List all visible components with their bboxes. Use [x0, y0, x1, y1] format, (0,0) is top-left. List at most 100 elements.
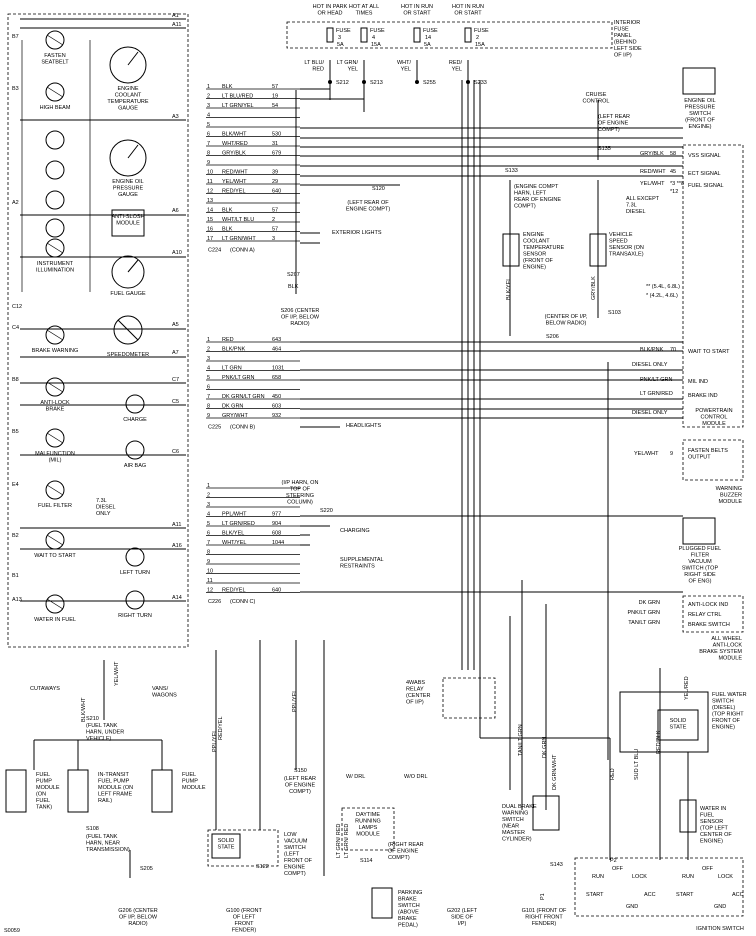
cutaways-label: CUTAWAYS: [30, 686, 60, 692]
s210-loc: HARN, UNDER: [86, 730, 124, 736]
fuse-icon: [464, 27, 472, 43]
conn-b-pin: 3: [207, 356, 210, 362]
conn-a-circuit: 54: [272, 103, 278, 109]
conn-c-pin: 6: [207, 531, 210, 537]
bulb-icon: [45, 238, 65, 258]
conn-a-wire: LT GRN/YEL: [222, 103, 254, 109]
fuse-panel-box: [286, 21, 613, 49]
s108-label: S108: [86, 826, 99, 832]
conn-c-circuit: 977: [272, 512, 281, 518]
conn-c-pin: 3: [207, 502, 210, 508]
fuel-vac-label: FILTER: [691, 553, 710, 559]
pcm-label: POWERTRAIN: [695, 408, 732, 414]
bulb-label: (MIL): [49, 458, 62, 464]
conn-a-label: (CONN A): [230, 248, 255, 254]
conn-a-pin: 12: [207, 189, 213, 195]
cruise-label: CRUISE: [586, 92, 607, 98]
gauge-label: MODULE: [116, 221, 140, 227]
bulb-label: FUEL FILTER: [38, 503, 72, 509]
hot-label: HOT IN RUN: [452, 4, 484, 10]
conn-a-pin: 15: [207, 217, 213, 223]
illumination-bulb-icon: [45, 190, 65, 210]
g206-label: OF I/P, BELOW: [119, 915, 158, 921]
ignition-position-label: ACC: [644, 892, 656, 898]
note1-label: ** (5.4L, 6.8L): [646, 284, 680, 290]
conn-c-circuit: 1044: [272, 540, 284, 546]
all-except-label: ALL EXCEPT: [626, 196, 660, 202]
pcm-pin: *3 **8: [670, 181, 684, 187]
vans-label: VANS/: [152, 686, 169, 692]
vans-label: WAGONS: [152, 693, 177, 699]
fuse-amp: 5A: [424, 42, 431, 48]
bulb-label: MALFUNCTION: [35, 451, 75, 457]
fuse-name: FUSE: [423, 28, 438, 34]
pcm-pin: 58: [670, 151, 676, 157]
conn-b-circuit: 464: [272, 347, 281, 353]
s108-loc: TRANSMISSION): [86, 847, 130, 853]
fuse-panel-title: (BEHIND: [614, 40, 637, 46]
s133-loc: COMPT): [514, 204, 536, 210]
ignition-position-label: LOCK: [632, 874, 647, 880]
water-switch-label: FUEL WATER: [712, 692, 747, 698]
s206b-label: S206: [546, 334, 559, 340]
s150-loc: (LEFT REAR: [284, 776, 316, 782]
cluster-pin-label: C12: [12, 304, 22, 310]
conn-c-pin: 9: [207, 559, 210, 565]
conn-a-wire: RED/WHT: [222, 170, 248, 176]
drl-label: RUNNING: [355, 819, 381, 825]
cluster-pin-label: C6: [172, 449, 179, 455]
conn-b-circuit: 643: [272, 337, 281, 343]
conn-a-name: C224: [208, 248, 221, 254]
parking-label: SWITCH: [398, 903, 420, 909]
dual-brake-label: WARNING: [502, 811, 528, 817]
pcm-pin-name: MIL IND: [688, 379, 708, 385]
relay-label: RELAY: [406, 687, 424, 693]
ect-sensor-label: COOLANT: [523, 239, 550, 245]
bulb-icon: [45, 30, 65, 50]
water-switch-label: ENGINE): [712, 725, 735, 731]
pcm-pin: 70: [670, 347, 676, 353]
ignition-position-label: RUN: [682, 874, 694, 880]
exterior-lights-label: EXTERIOR LIGHTS: [332, 230, 382, 236]
conn-c-circuit: 640: [272, 588, 281, 594]
ignition-label: IGNITION SWITCH: [696, 926, 744, 932]
fuse-wire: RED: [312, 67, 324, 73]
water-sensor-label: FUEL: [700, 813, 714, 819]
s205-label: S205: [140, 866, 153, 872]
conn-a-pin: 3: [207, 103, 210, 109]
diesel-note: DIESEL: [96, 505, 116, 511]
conn-b-pin: 9: [207, 413, 210, 419]
low-vac-label: LOW: [284, 832, 297, 838]
relay-label: (CENTER: [406, 693, 430, 699]
fpm2-label: LEFT FRAME: [98, 792, 132, 798]
oil-switch-label: ENGINE OIL: [684, 98, 715, 104]
s108-loc: (FUEL TANK: [86, 834, 118, 840]
bulb-label: ILLUMINATION: [36, 268, 74, 274]
dual-brake-label: SWITCH: [502, 817, 524, 823]
hot-label: OR START: [403, 11, 431, 17]
abs-label: BRAKE SYSTEM: [699, 649, 742, 655]
anti-slosh-box: [111, 209, 145, 237]
conn-b-wire: BLK/PNK: [222, 347, 246, 353]
conn-b-wire: RED: [222, 337, 234, 343]
ignition-position-label: START: [676, 892, 694, 898]
gauge-label: PRESSURE: [113, 186, 144, 192]
hot-label: OR HEAD: [317, 11, 342, 17]
conn-c-wire: PPL/WHT: [222, 512, 247, 518]
conn-a-wire: LT BLU/RED: [222, 94, 253, 100]
s133-loc: (ENGINE COMPT: [514, 184, 559, 190]
conn-c-wire: BLK/YEL: [222, 531, 244, 537]
s120-loc: ENGINE COMPT): [346, 207, 390, 213]
water-switch-label: (DIESEL): [712, 705, 735, 711]
conn-b-name: C225: [208, 425, 221, 431]
conn-a-wire: YEL/WHT: [222, 179, 247, 185]
supplemental-label: SUPPLEMENTAL: [340, 557, 384, 563]
oil-switch-box: [682, 67, 716, 95]
s114-label: S114: [360, 858, 372, 864]
bulb-label: INSTRUMENT: [37, 261, 74, 267]
gauge-label: COOLANT: [115, 93, 142, 99]
hot-label: TIMES: [356, 11, 373, 17]
g202-label: SIDE OF: [451, 915, 474, 921]
fuse-panel-title: INTERIOR: [614, 20, 640, 26]
